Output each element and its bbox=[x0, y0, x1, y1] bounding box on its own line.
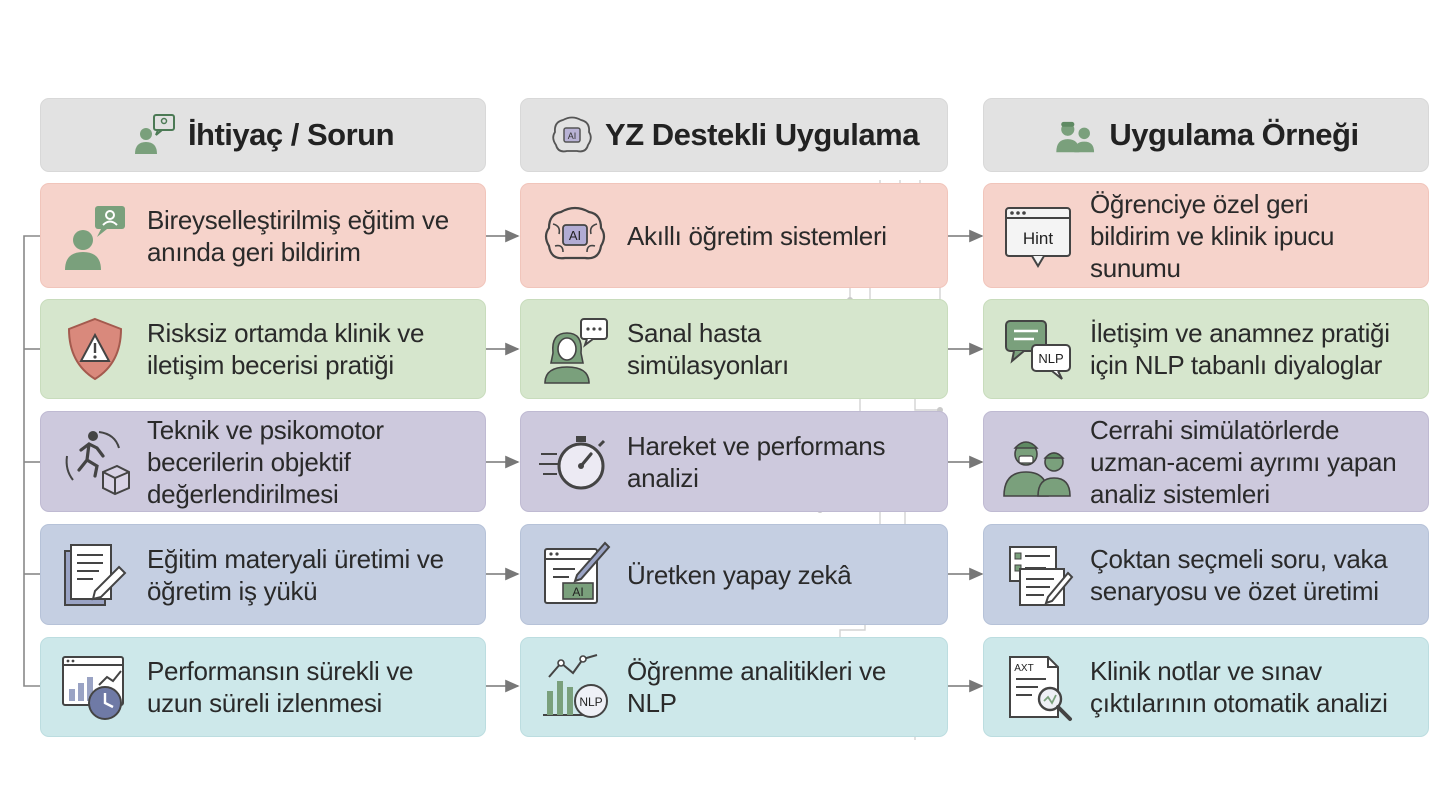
virtual-patient-icon bbox=[539, 313, 611, 385]
analytics-nlp-icon: NLP bbox=[539, 651, 611, 723]
surgeons-icon bbox=[1053, 112, 1099, 158]
ai-text: Üretken yapay zekâ bbox=[627, 559, 852, 590]
ai-brain-icon: AI bbox=[549, 112, 595, 158]
report-magnifier-icon: AXT bbox=[1002, 651, 1074, 723]
quiz-documents-icon bbox=[1002, 539, 1074, 611]
header-need: İhtiyaç / Sorun bbox=[40, 98, 486, 172]
example-text: Öğrenciye özel geri bildirim ve klinik i… bbox=[1090, 188, 1335, 283]
need-cell: Bireyselleştirilmiş eğitim ve anında ger… bbox=[40, 183, 486, 288]
need-cell: Risksiz ortamda klinik ve iletişim becer… bbox=[40, 299, 486, 399]
need-text: Eğitim materyali üretimi ve öğretim iş y… bbox=[147, 543, 444, 606]
example-cell: Cerrahi simülatörlerde uzman-acemi ayrım… bbox=[983, 411, 1429, 512]
ai-cell: Hareket ve performans analizi bbox=[520, 411, 948, 512]
ai-brain-icon: AI bbox=[539, 200, 611, 272]
document-pen-icon bbox=[59, 539, 131, 611]
need-cell: Teknik ve psikomotor becerilerin objekti… bbox=[40, 411, 486, 512]
svg-text:NLP: NLP bbox=[579, 695, 602, 709]
person-chat-icon bbox=[132, 112, 178, 158]
svg-text:NLP: NLP bbox=[1038, 351, 1063, 366]
need-text: Bireyselleştirilmiş eğitim ve anında ger… bbox=[147, 204, 449, 267]
example-text: Klinik notlar ve sınav çıktılarının otom… bbox=[1090, 656, 1388, 718]
ai-text: Öğrenme analitikleri ve NLP bbox=[627, 656, 886, 718]
svg-text:AXT: AXT bbox=[1014, 663, 1033, 674]
need-text: Teknik ve psikomotor becerilerin objekti… bbox=[147, 414, 384, 509]
runner-cube-icon bbox=[59, 426, 131, 498]
header-ai: AI YZ Destekli Uygulama bbox=[520, 98, 948, 172]
hint-window-icon: Hint bbox=[1002, 200, 1074, 272]
need-text: Risksiz ortamda klinik ve iletişim becer… bbox=[147, 318, 425, 380]
header-need-title: İhtiyaç / Sorun bbox=[187, 117, 395, 152]
svg-text:AI: AI bbox=[572, 585, 583, 599]
ai-cell: Sanal hasta simülasyonları bbox=[520, 299, 948, 399]
warning-shield-icon bbox=[59, 313, 131, 385]
person-chat-icon bbox=[59, 200, 131, 272]
example-cell: Hint Öğrenciye özel geri bildirim ve kli… bbox=[983, 183, 1429, 288]
example-text: İletişim ve anamnez pratiği için NLP tab… bbox=[1090, 318, 1390, 380]
ai-text: Akıllı öğretim sistemleri bbox=[627, 220, 887, 251]
stopwatch-icon bbox=[539, 426, 611, 498]
ai-paintbrush-icon: AI bbox=[539, 539, 611, 611]
svg-text:AI: AI bbox=[568, 131, 577, 141]
nlp-dialog-icon: NLP bbox=[1002, 313, 1074, 385]
need-text: Performansın sürekli ve uzun süreli izle… bbox=[147, 656, 414, 718]
need-cell: Performansın sürekli ve uzun süreli izle… bbox=[40, 637, 486, 737]
header-example: Uygulama Örneği bbox=[983, 98, 1429, 172]
header-example-title: Uygulama Örneği bbox=[1109, 117, 1359, 152]
example-cell: NLP İletişim ve anamnez pratiği için NLP… bbox=[983, 299, 1429, 399]
svg-text:AI: AI bbox=[569, 228, 581, 243]
ai-cell: AI Üretken yapay zekâ bbox=[520, 524, 948, 625]
need-cell: Eğitim materyali üretimi ve öğretim iş y… bbox=[40, 524, 486, 625]
ai-cell: NLP Öğrenme analitikleri ve NLP bbox=[520, 637, 948, 737]
ai-cell: AI Akıllı öğretim sistemleri bbox=[520, 183, 948, 288]
svg-text:Hint: Hint bbox=[1023, 229, 1054, 248]
example-cell: AXT Klinik notlar ve sınav çıktılarının … bbox=[983, 637, 1429, 737]
surgeons-icon bbox=[1002, 426, 1074, 498]
example-text: Çoktan seçmeli soru, vaka senaryosu ve ö… bbox=[1090, 543, 1388, 606]
example-text: Cerrahi simülatörlerde uzman-acemi ayrım… bbox=[1090, 414, 1397, 509]
ai-text: Sanal hasta simülasyonları bbox=[627, 318, 789, 380]
header-ai-title: YZ Destekli Uygulama bbox=[605, 117, 919, 152]
ai-text: Hareket ve performans analizi bbox=[627, 430, 886, 493]
example-cell: Çoktan seçmeli soru, vaka senaryosu ve ö… bbox=[983, 524, 1429, 625]
chart-clock-icon bbox=[59, 651, 131, 723]
